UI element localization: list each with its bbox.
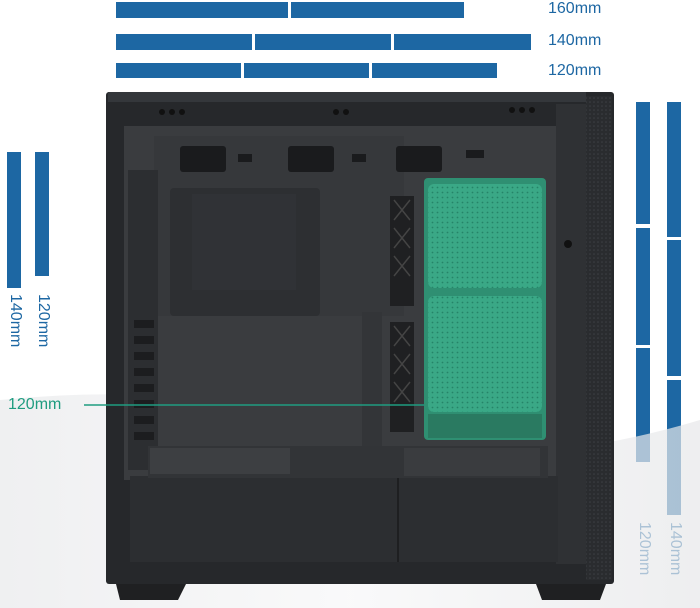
top-140-fan-bar-2 (255, 34, 391, 50)
case-top-panel (108, 92, 586, 102)
right-foot (536, 584, 606, 600)
front-io-button (564, 240, 572, 248)
top-120-fan-bar-3 (372, 63, 497, 78)
top-120-fan-bar-1 (116, 63, 241, 78)
top-160-fan-bar-1 (116, 2, 288, 18)
rear-120-fan-bar (35, 152, 49, 276)
top-120-fan-bar-2 (244, 63, 369, 78)
front-120-fan-bar-1 (636, 102, 650, 224)
cable-slot-lower (390, 322, 414, 432)
front-120-fan-bar-3 (636, 348, 650, 462)
top-screw-row (159, 107, 535, 115)
drive-cage (150, 448, 290, 474)
front-140-fan-bar-2 (667, 240, 681, 376)
top-120-label: 120mm (548, 62, 602, 79)
left-foot (116, 584, 186, 600)
top-140-label: 140mm (548, 32, 602, 49)
grommet-1 (238, 154, 252, 162)
grommet-3 (466, 150, 484, 158)
cable-slot-x-marks (393, 199, 411, 403)
cpu-bracket (192, 194, 296, 290)
front-radiator-end (428, 414, 542, 438)
pcie-slots (134, 320, 154, 440)
top-140-fan-bar-3 (394, 34, 531, 50)
front-radiator-fan-1 (428, 184, 542, 288)
cable-slot-upper (390, 196, 414, 306)
top-160-fan-bar-2 (291, 2, 464, 18)
grommet-2 (352, 154, 366, 162)
front-140-fan-bar-1 (667, 102, 681, 237)
psu-fan-cutout (404, 448, 540, 476)
top-mount-hole-2 (288, 146, 334, 172)
glass-edge (556, 104, 586, 564)
front-radiator-fan-2 (428, 296, 542, 412)
rear-140-fan-bar (7, 152, 21, 288)
front-mesh-panel (586, 96, 612, 580)
gpu-support-bracket (362, 312, 382, 462)
top-140-fan-bar-1 (116, 34, 252, 50)
radiator-120-label: 120mm (8, 396, 62, 413)
psu-shroud (130, 476, 558, 562)
top-160-label: 160mm (548, 0, 602, 17)
front-120-fan-bar-2 (636, 228, 650, 345)
top-mount-hole-3 (396, 146, 442, 172)
top-mount-hole-1 (180, 146, 226, 172)
